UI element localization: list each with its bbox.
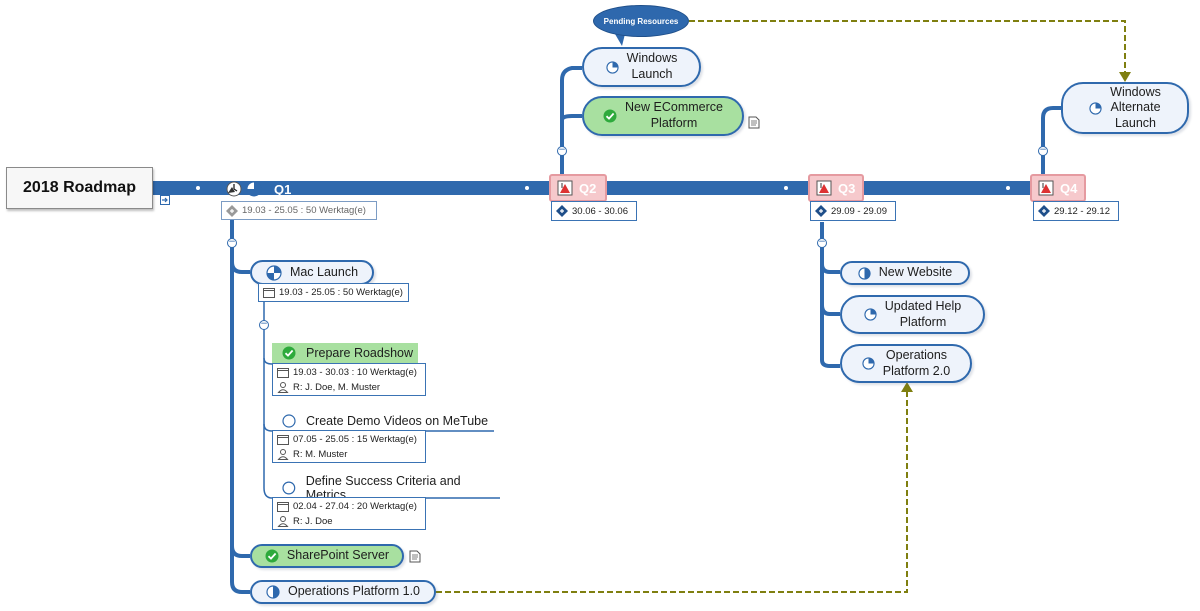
roadshow-info-box: 19.03 - 30.03 : 10 Werktag(e) R: J. Doe,… [272, 363, 426, 396]
progress-quarter-icon [862, 357, 875, 370]
root-topic[interactable]: 2018 Roadmap [6, 167, 153, 209]
note-icon[interactable] [409, 550, 421, 563]
person-icon [277, 516, 289, 527]
task-create-demo-videos[interactable]: Create Demo Videos on MeTube [272, 411, 494, 431]
topic-sharepoint-server[interactable]: SharePoint Server [250, 544, 404, 568]
timeline-dot [1006, 186, 1010, 190]
progress-half-icon [858, 266, 871, 280]
branch-q1-mac [230, 261, 250, 274]
milestone-label: Q2 [579, 180, 597, 196]
mac-launch-info-box: 19.03 - 25.05 : 50 Werktag(e) [258, 283, 409, 302]
task-prepare-roadshow[interactable]: Prepare Roadshow [272, 343, 418, 363]
demo-videos-info-box: 07.05 - 25.05 : 15 Werktag(e) R: M. Must… [272, 430, 426, 463]
calendar-icon [263, 288, 275, 298]
dependency-ops1-ops2 [436, 388, 908, 593]
milestone-q4[interactable]: Q4 [1030, 174, 1086, 202]
timeline-dot [196, 186, 200, 190]
milestone-diamond-icon [556, 205, 568, 217]
task-define-success-criteria[interactable]: Define Success Criteria and Metrics [272, 474, 500, 502]
branch-q1-ops1 [230, 220, 250, 594]
timeline-dot [784, 186, 788, 190]
calendar-icon [277, 367, 289, 378]
pending-resources-callout[interactable]: Pending Resources [593, 5, 689, 37]
branch-q3-help [820, 304, 840, 316]
progress-half-icon [266, 585, 280, 599]
milestone-label: Q1 [274, 181, 292, 197]
milestone-diamond-icon [226, 204, 238, 217]
branch-q4-alt [1041, 106, 1063, 178]
q1-info-box: 19.03 - 25.05 : 50 Werktag(e) [221, 201, 377, 220]
topic-new-ecommerce-platform[interactable]: New ECommerce Platform [582, 96, 744, 136]
collapse-toggle[interactable]: − [1038, 145, 1048, 156]
note-icon[interactable] [748, 116, 760, 129]
progress-clock-icon [226, 181, 242, 197]
topic-mac-launch[interactable]: Mac Launch [250, 260, 374, 285]
milestone-flag-icon [557, 180, 573, 196]
progress-quarter-icon [864, 308, 877, 321]
calendar-icon [277, 501, 289, 512]
person-icon [277, 382, 289, 393]
topic-windows-launch[interactable]: Windows Launch [582, 47, 701, 87]
progress-quarter-icon [1089, 101, 1102, 115]
milestone-flag-icon [1038, 180, 1054, 196]
q4-info-box: 29.12 - 29.12 [1033, 201, 1119, 221]
milestone-label: Q3 [838, 180, 856, 196]
dependency-pending-windows-alt [689, 20, 1126, 76]
milestone-flag-icon [816, 180, 832, 196]
branch-q3-ops2 [820, 222, 840, 368]
milestone-diamond-icon [1038, 205, 1050, 217]
link-icon[interactable] [160, 195, 170, 205]
person-icon [277, 449, 289, 460]
milestone-q3[interactable]: Q3 [808, 174, 864, 202]
topic-new-website[interactable]: New Website [840, 261, 970, 285]
calendar-icon [277, 434, 289, 445]
topic-operations-platform-1[interactable]: Operations Platform 1.0 [250, 580, 436, 604]
topic-windows-alternate-launch[interactable]: Windows Alternate Launch [1061, 82, 1189, 134]
progress-pie-icon [246, 181, 262, 197]
collapse-toggle[interactable]: − [557, 145, 567, 156]
success-criteria-info-box: 02.04 - 27.04 : 20 Werktag(e) R: J. Doe [272, 497, 426, 530]
milestone-q2[interactable]: Q2 [549, 174, 607, 202]
topic-updated-help-platform[interactable]: Updated Help Platform [840, 295, 985, 334]
check-done-icon [265, 549, 279, 563]
branch-q1-sharepoint [230, 545, 250, 558]
timeline-dot [525, 186, 529, 190]
branch-q3-website [820, 263, 840, 274]
branch-q2-windows [560, 66, 582, 178]
check-done-icon [603, 109, 617, 123]
collapse-toggle[interactable]: − [817, 237, 827, 248]
collapse-toggle[interactable]: − [227, 237, 237, 248]
check-done-icon [282, 346, 296, 360]
topic-operations-platform-2[interactable]: Operations Platform 2.0 [840, 344, 972, 383]
q2-info-box: 30.06 - 30.06 [551, 201, 637, 221]
milestone-q1[interactable]: Q1 [222, 176, 291, 202]
q3-info-box: 29.09 - 29.09 [810, 201, 896, 221]
progress-empty-icon [282, 414, 296, 428]
milestone-label: Q4 [1060, 180, 1078, 196]
branch-q2-ecommerce [560, 114, 582, 121]
progress-quarter-icon [606, 60, 619, 74]
milestone-diamond-icon [815, 205, 827, 217]
progress-quarter-icon [266, 264, 282, 281]
collapse-toggle[interactable]: − [259, 319, 269, 330]
progress-empty-icon [282, 481, 296, 495]
